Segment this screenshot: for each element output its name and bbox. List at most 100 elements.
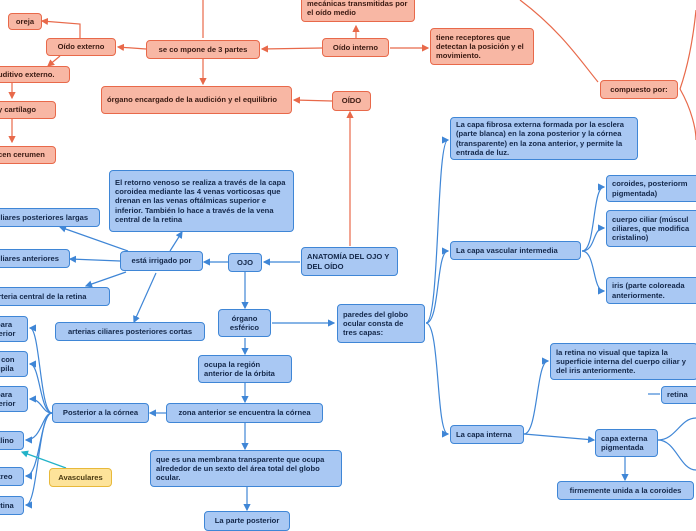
- node-membrana-label: que es una membrana transparente que ocu…: [156, 454, 325, 483]
- node-capa-vascular[interactable]: La capa vascular intermedia: [450, 241, 581, 260]
- node-cerumen-label: cen cerumen: [0, 150, 45, 160]
- node-se-compone[interactable]: se co mpone de 3 partes: [146, 40, 260, 59]
- node-organo-esferico-label: órgano esférico: [229, 313, 260, 332]
- edge-paredes-fibrosa: [425, 136, 450, 324]
- node-cartilago[interactable]: y cartílago: [0, 101, 56, 119]
- node-left-para1-label: para terior: [0, 319, 16, 338]
- edge-vascular-cuerpo: [581, 224, 606, 252]
- node-ciliares-ant[interactable]: ciliares anteriores: [0, 249, 70, 268]
- edge-vascular-iris: [581, 250, 606, 295]
- node-cerumen[interactable]: cen cerumen: [0, 146, 56, 164]
- node-retina-visual[interactable]: la retina no visual que tapiza la superf…: [550, 343, 696, 380]
- edge-vascular-coroides: [581, 183, 606, 252]
- node-left-para2-label: para terior: [0, 389, 16, 408]
- edge-posterior-para2: [28, 395, 53, 414]
- node-oido[interactable]: OÍDO: [332, 91, 371, 111]
- edge-compuesto-right2: [679, 88, 696, 141]
- node-capa-interna[interactable]: La capa interna: [450, 425, 524, 444]
- node-tiene-receptores-label: tiene receptores que detectan la posició…: [436, 32, 524, 61]
- node-paredes-label: paredes del globo ocular consta de tres …: [343, 309, 408, 338]
- node-oido-interno[interactable]: Oído interno: [322, 38, 389, 57]
- node-anatomia[interactable]: ANATOMÍA DEL OJO Y DEL OÍDO: [301, 247, 398, 276]
- edge-oido-organo: [292, 96, 333, 104]
- node-capa-vascular-label: La capa vascular intermedia: [456, 245, 558, 255]
- edge-posterior-retina: [24, 412, 53, 509]
- node-paredes[interactable]: paredes del globo ocular consta de tres …: [337, 304, 425, 343]
- edge-irrigado-arteria: [84, 271, 127, 288]
- node-auditivo-externo[interactable]: uditivo externo.: [0, 66, 70, 83]
- node-ciliares-post-largas-label: ciliares posteriores largas: [0, 212, 89, 222]
- node-oreja-label: oreja: [15, 16, 35, 26]
- node-capa-externa-pig[interactable]: capa externa pigmentada: [595, 429, 658, 457]
- node-mecanicas[interactable]: mecánicas transmitidas por el oído medio: [301, 0, 415, 22]
- node-left-con[interactable]: r con upila: [0, 351, 28, 377]
- node-organo-audicion[interactable]: órgano encargado de la audición y el equ…: [101, 86, 292, 114]
- node-avasculares[interactable]: Avasculares: [49, 468, 112, 487]
- node-ciliares-post-largas[interactable]: ciliares posteriores largas: [0, 208, 100, 227]
- edge-irrigado-ciliares-largas: [58, 225, 129, 252]
- node-coroides-label: coroides, posteriorm pigmentada): [612, 179, 688, 198]
- node-retina-right-label: retina: [667, 390, 688, 400]
- node-mecanicas-label: mecánicas transmitidas por el oído medio: [307, 0, 408, 17]
- node-firmemente-label: firmemente unida a la coroides: [569, 485, 682, 495]
- node-left-alino[interactable]: alino: [0, 431, 24, 450]
- edge-interna-retina-visual: [523, 357, 550, 435]
- edge-oido-interno-se-compone: [260, 45, 323, 53]
- node-ocupa-label: ocupa la región anterior de la órbita: [204, 359, 275, 378]
- node-compuesto[interactable]: compuesto por:: [600, 80, 678, 99]
- node-arteria-central-label: arteria central de la retina: [0, 291, 87, 301]
- node-left-para2[interactable]: para terior: [0, 386, 28, 412]
- node-ocupa[interactable]: ocupa la región anterior de la órbita: [198, 355, 292, 383]
- node-parte-posterior[interactable]: La parte posterior: [204, 511, 290, 531]
- node-cuerpo-ciliar[interactable]: cuerpo ciliar (múscul ciliares, que modi…: [606, 210, 696, 247]
- node-oido-externo-label: Oído externo: [57, 42, 105, 52]
- node-retorno[interactable]: El retorno venoso se realiza a través de…: [109, 170, 294, 232]
- node-se-compone-label: se co mpone de 3 partes: [158, 44, 248, 54]
- connector-lines: [8, 0, 696, 512]
- edge-paredes-vascular: [425, 247, 450, 324]
- node-coroides[interactable]: coroides, posteriorm pigmentada): [606, 175, 696, 202]
- node-zona-anterior-label: zona anterior se encuentra la córnea: [178, 408, 311, 418]
- node-oido-label: OÍDO: [341, 96, 362, 106]
- node-retorno-label: El retorno venoso se realiza a través de…: [115, 177, 286, 224]
- node-parte-posterior-label: La parte posterior: [214, 516, 280, 526]
- node-left-itreo-label: itreo: [0, 471, 13, 481]
- node-auditivo-externo-label: uditivo externo.: [0, 69, 55, 79]
- node-oido-externo[interactable]: Oído externo: [46, 38, 116, 56]
- node-cuerpo-ciliar-label: cuerpo ciliar (múscul ciliares, que modi…: [612, 214, 690, 243]
- node-irrigado[interactable]: está irrigado por: [120, 251, 203, 271]
- node-tiene-receptores[interactable]: tiene receptores que detectan la posició…: [430, 28, 534, 65]
- node-anatomia-label: ANATOMÍA DEL OJO Y DEL OÍDO: [307, 252, 390, 271]
- edge-irrigado-ciliares-ant: [68, 255, 121, 263]
- node-posterior-cornea[interactable]: Posterior a la córnea: [52, 403, 149, 423]
- node-ojo[interactable]: OJO: [228, 253, 262, 272]
- edge-irrigado-cortas: [133, 272, 157, 324]
- node-zona-anterior[interactable]: zona anterior se encuentra la córnea: [166, 403, 323, 423]
- edge-compuesto-right: [679, 9, 696, 90]
- edge-oido-externo-auditivo: [47, 55, 61, 67]
- edge-interna-capa-externa: [523, 433, 596, 444]
- node-ciliares-post-cortas[interactable]: arterias ciliares posteriores cortas: [55, 322, 205, 341]
- edge-se-compone-oido-externo: [116, 43, 147, 52]
- node-membrana[interactable]: que es una membrana transparente que ocu…: [150, 450, 342, 487]
- node-arteria-central[interactable]: arteria central de la retina: [0, 287, 110, 306]
- edge-posterior-para1: [28, 324, 53, 414]
- node-ojo-label: OJO: [236, 257, 254, 267]
- node-organo-esferico[interactable]: órgano esférico: [218, 309, 271, 337]
- node-retina-visual-label: la retina no visual que tapiza la superf…: [556, 347, 686, 376]
- node-capa-fibrosa[interactable]: La capa fibrosa externa formada por la e…: [450, 117, 638, 160]
- node-capa-fibrosa-label: La capa fibrosa externa formada por la e…: [456, 120, 624, 157]
- node-left-para1[interactable]: para terior: [0, 316, 28, 342]
- node-oreja[interactable]: oreja: [8, 13, 42, 30]
- node-avasculares-label: Avasculares: [58, 472, 103, 482]
- node-left-alino-label: alino: [0, 435, 14, 445]
- node-left-retina[interactable]: etina: [0, 496, 24, 515]
- edge-posterior-con: [28, 360, 53, 414]
- node-irrigado-label: está irrigado por: [131, 256, 192, 266]
- node-firmemente[interactable]: firmemente unida a la coroides: [557, 481, 694, 500]
- node-retina-right[interactable]: retina: [661, 386, 696, 404]
- edge-irrigado-retorno: [169, 230, 183, 252]
- node-left-itreo[interactable]: itreo: [0, 467, 24, 486]
- node-oido-interno-label: Oído interno: [332, 42, 379, 52]
- node-iris[interactable]: iris (parte coloreada anteriormente.: [606, 277, 696, 304]
